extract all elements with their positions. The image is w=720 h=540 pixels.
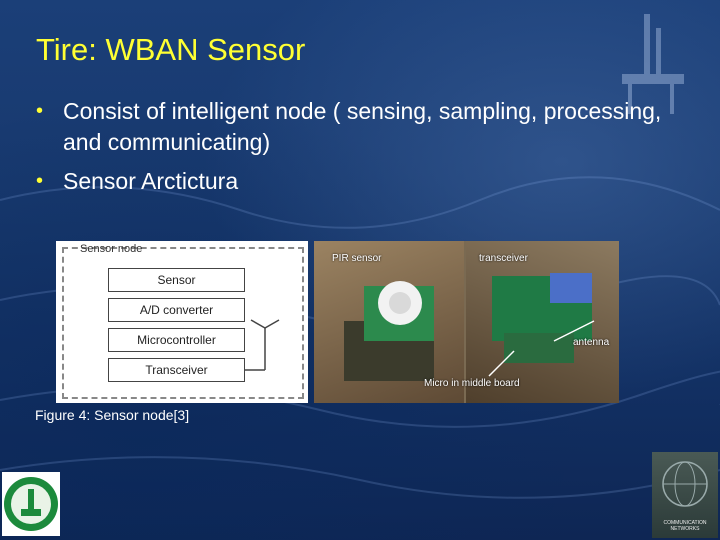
micro-label: Micro in middle board [424, 378, 520, 389]
pir-sensor-label: PIR sensor [332, 253, 382, 264]
bullet-text: Sensor Arctictura [63, 168, 239, 194]
module-microcontroller: Microcontroller [108, 328, 245, 352]
bullet-dot-icon: • [36, 100, 44, 122]
bullet-item: • Consist of intelligent node ( sensing,… [36, 96, 676, 158]
photo-illustration [344, 273, 595, 381]
sensor-node-label: Sensor node [80, 243, 143, 255]
slide-title: Tire: WBAN Sensor [36, 32, 306, 67]
antenna-label: antenna [573, 337, 610, 348]
sensor-hardware-photo: PIR sensor transceiver antenna Micro in … [314, 241, 619, 403]
bullet-item: • Sensor Arctictura [36, 166, 676, 197]
sensor-node-boundary [62, 247, 304, 399]
module-transceiver: Transceiver [108, 358, 245, 382]
book-cover-image: COMMUNICATION NETWORKS [652, 452, 718, 538]
university-logo [2, 472, 60, 536]
figure-caption: Figure 4: Sensor node[3] [35, 407, 190, 423]
book-cover-globe-icon [662, 461, 708, 507]
bullet-dot-icon: • [36, 170, 44, 192]
book-title: COMMUNICATION NETWORKS [663, 520, 707, 532]
university-logo-icon [4, 477, 58, 531]
oil-rig-decoration [622, 14, 684, 114]
antenna-icon [245, 319, 280, 371]
module-ad-converter: A/D converter [108, 298, 245, 322]
module-sensor: Sensor [108, 268, 245, 292]
bullet-list: • Consist of intelligent node ( sensing,… [36, 96, 676, 205]
bullet-text: Consist of intelligent node ( sensing, s… [63, 98, 662, 155]
transceiver-label: transceiver [479, 253, 528, 264]
